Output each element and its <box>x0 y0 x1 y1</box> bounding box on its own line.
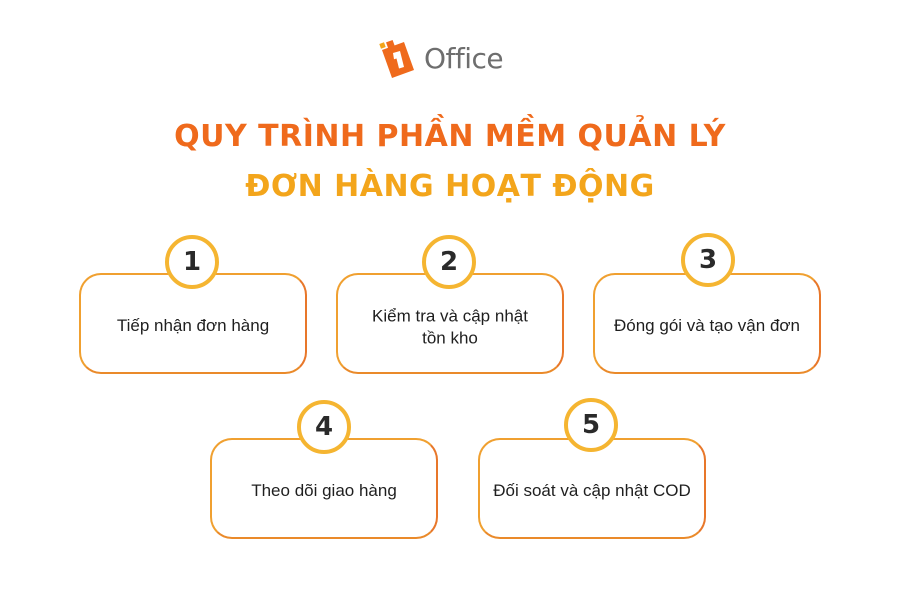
step-label: Tiếp nhận đơn hàng <box>93 314 293 336</box>
step-number-badge: 1 <box>165 235 219 289</box>
step-label-line-1: Tiếp nhận đơn hàng <box>116 315 270 335</box>
step-label-line-2: tồn kho <box>422 328 478 348</box>
step-label-line-1: Kiểm tra và cập nhật <box>372 306 528 326</box>
1office-logo-icon <box>379 40 414 78</box>
brand-logo: Office <box>378 38 504 80</box>
step-5-card: Đối soát và cập nhật COD 5 <box>478 398 706 539</box>
step-label-line-1: Đóng gói và tạo vận đơn <box>614 315 800 335</box>
step-2-card: Kiểm tra và cập nhật tồn kho 2 <box>336 235 564 374</box>
step-card-frame: Tiếp nhận đơn hàng <box>79 273 307 374</box>
step-number-badge: 4 <box>297 400 351 454</box>
step-1-card: Tiếp nhận đơn hàng 1 <box>79 235 307 374</box>
step-label-line-1: Theo dõi giao hàng <box>251 480 397 500</box>
step-label: Đối soát và cập nhật COD <box>492 479 692 501</box>
step-number-badge: 5 <box>564 398 618 452</box>
step-number-badge: 2 <box>422 235 476 289</box>
step-label: Đóng gói và tạo vận đơn <box>607 314 807 336</box>
step-4-card: Theo dõi giao hàng 4 <box>210 400 438 539</box>
step-label: Theo dõi giao hàng <box>224 479 424 501</box>
step-card-frame: Đóng gói và tạo vận đơn <box>593 273 821 374</box>
title-line-1: QUY TRÌNH PHẦN MỀM QUẢN LÝ <box>174 119 726 154</box>
brand-name: Office <box>424 42 504 75</box>
step-label: Kiểm tra và cập nhật tồn kho <box>350 305 550 349</box>
step-3-card: Đóng gói và tạo vận đơn 3 <box>593 233 821 374</box>
step-card-frame: Đối soát và cập nhật COD <box>478 438 706 539</box>
step-number-badge: 3 <box>681 233 735 287</box>
title-line-2: ĐƠN HÀNG HOẠT ĐỘNG <box>245 169 655 204</box>
step-label-line-1: Đối soát và cập nhật COD <box>493 480 691 500</box>
